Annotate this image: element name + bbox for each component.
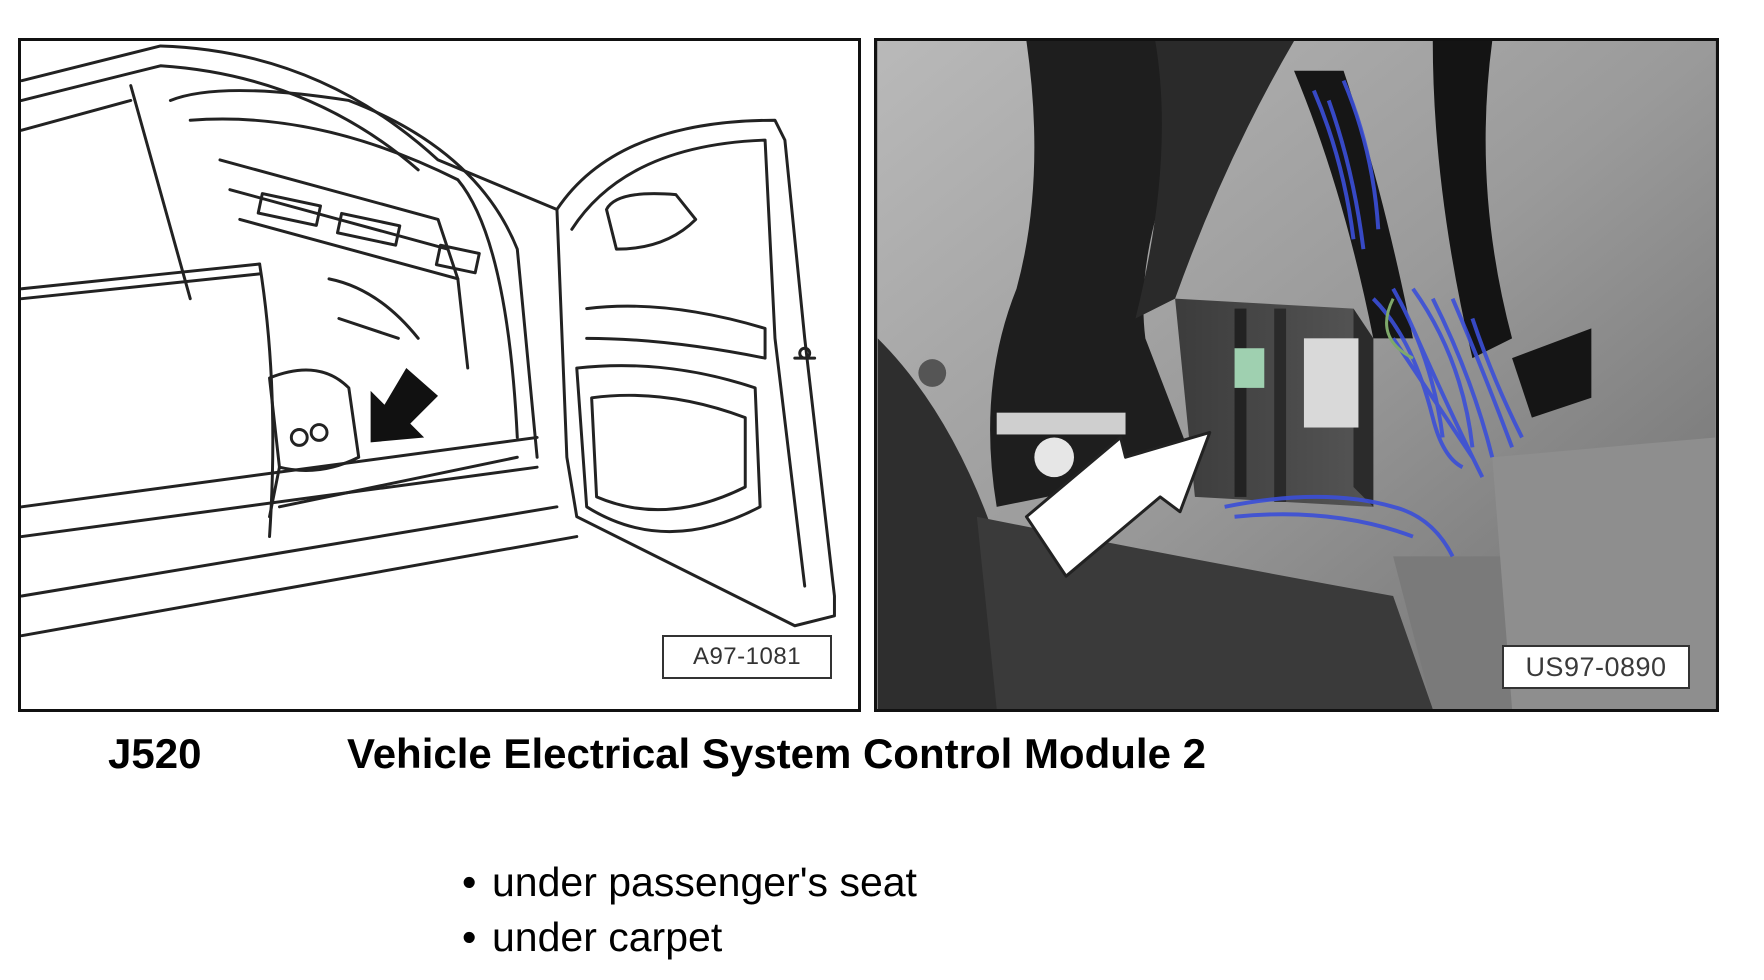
figure-code: A97-1081 [662, 635, 832, 679]
list-item: • under passenger's seat [462, 855, 917, 910]
component-code: J520 [108, 730, 202, 777]
list-item: • under carpet [462, 910, 917, 965]
figure-line-drawing: A97-1081 [18, 38, 861, 712]
bullet: • [462, 859, 477, 905]
location-text: under carpet [492, 914, 723, 960]
bullet: • [462, 914, 477, 960]
car-door-drawing [21, 44, 836, 638]
figure-code: US97-0890 [1502, 645, 1690, 689]
module-photo [877, 41, 1716, 709]
location-list: • under passenger's seat • under carpet [462, 855, 917, 965]
location-text: under passenger's seat [492, 859, 917, 905]
component-name: Vehicle Electrical System Control Module… [347, 730, 1206, 777]
figure-photo: US97-0890 [874, 38, 1719, 712]
